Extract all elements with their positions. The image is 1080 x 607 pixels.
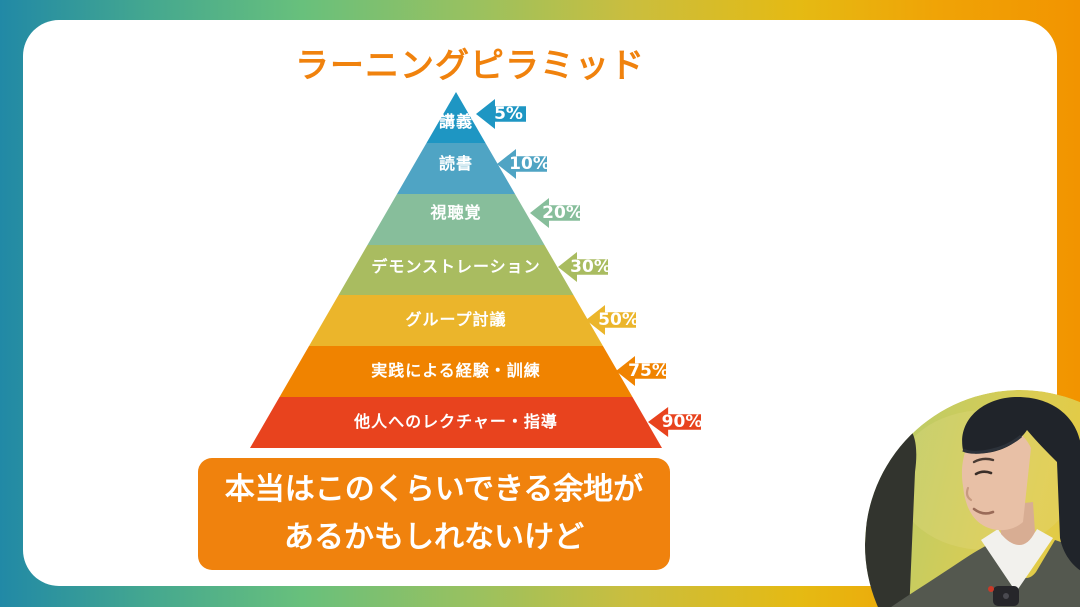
pyramid-level-7-label: 他人へのレクチャー・指導 xyxy=(354,412,558,431)
presenter-sweater xyxy=(891,540,1080,607)
pyramid-level-6-band xyxy=(250,346,662,398)
pyramid-level-7-band xyxy=(250,397,662,448)
pyramid-level-1-label: 講義 xyxy=(438,112,473,131)
presenter-illustration xyxy=(865,390,1080,607)
callout-line-2: あるかもしれないけど xyxy=(284,520,584,555)
callout-line-1: 本当はこのくらいできる余地が xyxy=(224,472,644,507)
presenter-photo-circle xyxy=(865,390,1080,607)
pyramid-level-4-label: デモンストレーション xyxy=(371,257,541,276)
slide-title: ラーニングピラミッド xyxy=(295,46,645,86)
callout-box: 本当はこのくらいできる余地が あるかもしれないけど xyxy=(198,458,670,570)
pyramid-level-6-label: 実践による経験・訓練 xyxy=(371,361,541,380)
pyramid-level-5-label: グループ討議 xyxy=(405,310,507,329)
presenter-shirt-collar xyxy=(981,529,1053,592)
pyramid-level-3-label: 視聴覚 xyxy=(430,203,482,222)
pyramid-level-2-label: 読書 xyxy=(438,154,473,173)
presenter-hair xyxy=(962,396,1080,571)
